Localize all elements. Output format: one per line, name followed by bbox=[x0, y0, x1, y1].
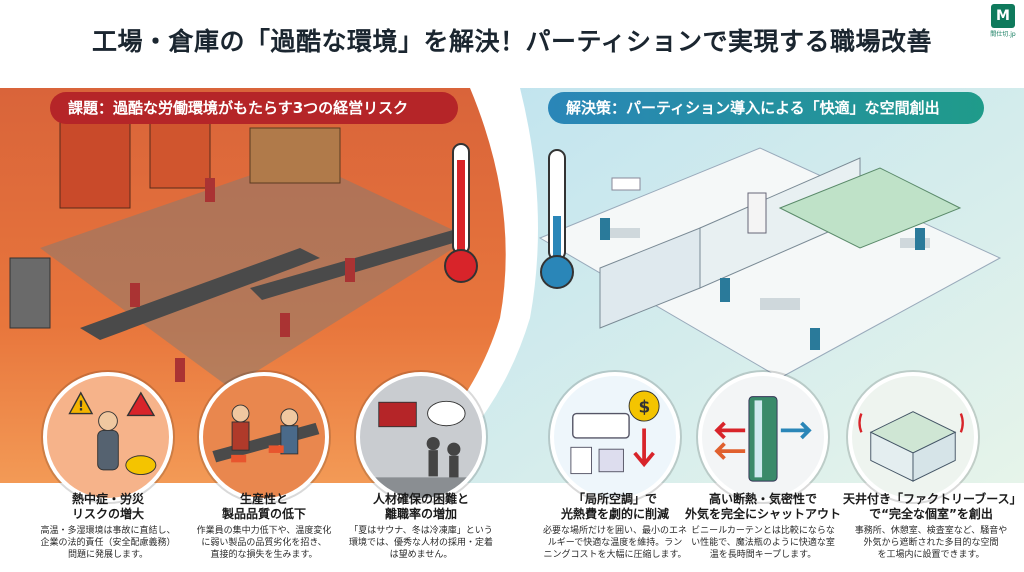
page-title: 工場・倉庫の「過酷な環境」を解決！パーティションで実現する職場改善 bbox=[91, 27, 932, 56]
solution-banner: 解決策：パーティション導入による「快適」な空間創出 bbox=[548, 92, 984, 124]
warning-icon bbox=[68, 391, 94, 415]
worker bbox=[345, 258, 355, 282]
worker bbox=[205, 178, 215, 202]
electric-hazard-icon bbox=[126, 391, 156, 417]
factory-booth-illustration bbox=[848, 372, 978, 502]
svg-text:$: $ bbox=[638, 397, 650, 417]
worker bbox=[280, 313, 290, 337]
shelf bbox=[249, 127, 341, 184]
shelf bbox=[9, 257, 51, 329]
svg-text:!: ! bbox=[78, 400, 84, 415]
air-conditioner bbox=[611, 177, 641, 191]
hot-thermometer-icon bbox=[444, 143, 478, 283]
caption-staffing: 人材確保の困難と 離職率の増加 「夏はサウナ、冬は冷凍庫」という 環境では、優秀… bbox=[348, 492, 493, 560]
door bbox=[747, 192, 767, 234]
worker bbox=[915, 228, 925, 250]
caption-local-ac: 「局所空調」で 光熱費を劇的に削減 必要な場所だけを囲い、最小のエネ ルギーで快… bbox=[542, 492, 687, 560]
conveyor-belt bbox=[80, 248, 320, 340]
brand-logo: M 間仕切.jp bbox=[988, 4, 1018, 38]
worker bbox=[810, 328, 820, 350]
caption-heatstroke: 熱中症・労災 リスクの増大 高温・多湿環境は事故に直結し、 企業の法的責任（安全… bbox=[40, 492, 176, 560]
worker bbox=[175, 358, 185, 382]
logo-text: 間仕切.jp bbox=[990, 31, 1016, 38]
desk bbox=[610, 228, 640, 238]
worker bbox=[720, 278, 730, 302]
worker bbox=[600, 218, 610, 240]
coin-icon bbox=[628, 390, 660, 422]
conveyor-belt bbox=[250, 228, 470, 300]
shutter-door bbox=[59, 117, 131, 209]
booth-room bbox=[778, 167, 962, 249]
insulation-panel-illustration bbox=[698, 372, 828, 502]
local-ac-savings-illustration: $ bbox=[550, 372, 680, 502]
staffing-difficulty-illustration bbox=[356, 372, 486, 502]
desk bbox=[760, 298, 800, 310]
caption-insulation: 高い断熱・気密性で 外気を完全にシャットアウト ビニールカーテンとは比較にならな… bbox=[684, 492, 841, 560]
worker bbox=[130, 283, 140, 307]
logo-mark-icon: M bbox=[991, 4, 1015, 28]
problem-banner: 課題：過酷な労働環境がもたらす3つの経営リスク bbox=[50, 92, 458, 124]
productivity-loss-illustration bbox=[199, 372, 329, 502]
caption-productivity: 生産性と 製品品質の低下 作業員の集中力低下や、温度変化 に弱い製品の品質劣化を… bbox=[196, 492, 332, 560]
heatstroke-risk-illustration: ! bbox=[43, 372, 173, 502]
caption-factory-booth: 天井付き「ファクトリーブース」 で“完全な個室”を創出 事務所、休憩室、検査室な… bbox=[843, 492, 1022, 560]
down-arrow-icon bbox=[633, 428, 655, 468]
cool-thermometer-icon bbox=[540, 149, 574, 289]
